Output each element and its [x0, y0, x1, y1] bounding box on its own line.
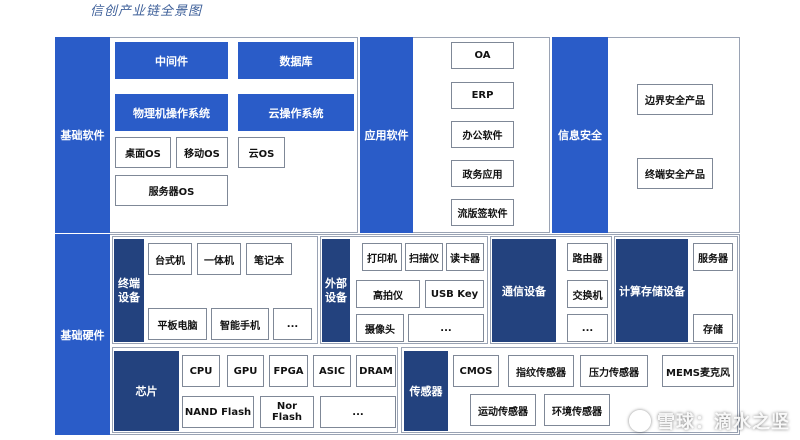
page-title: 信创产业链全景图	[90, 4, 203, 19]
database-box: 数据库	[238, 42, 354, 79]
switch-cell: 交换机	[567, 280, 608, 308]
tablet-cell: 平板电脑	[148, 308, 207, 340]
motion-sensor-cell: 运动传感器	[470, 394, 536, 426]
peripheral-more-cell: ...	[408, 314, 484, 342]
dram-cell: DRAM	[356, 355, 396, 387]
terminal-more-cell: ...	[273, 308, 312, 340]
snowball-logo-icon	[629, 410, 651, 432]
middleware-box: 中间件	[115, 42, 228, 79]
usb-key-cell: USB Key	[425, 280, 484, 308]
server-os-cell: 服务器OS	[115, 175, 228, 206]
info-security-label: 信息安全	[552, 37, 608, 233]
all-in-one-cell: 一体机	[197, 243, 241, 275]
compute-storage-label: 计算存储设备	[616, 239, 688, 342]
environment-sensor-cell: 环境传感器	[544, 394, 610, 426]
asic-cell: ASIC	[313, 355, 351, 387]
cmos-cell: CMOS	[453, 355, 499, 387]
basic-software-label: 基础软件	[55, 37, 110, 233]
desktop-os-cell: 桌面OS	[115, 137, 171, 168]
physical-os-box: 物理机操作系统	[115, 94, 228, 131]
desktop-pc-cell: 台式机	[148, 243, 192, 275]
boundary-security-cell: 边界安全产品	[637, 84, 713, 115]
sensor-label: 传感器	[404, 351, 448, 431]
laptop-cell: 笔记本	[246, 243, 292, 275]
printer-cell: 打印机	[362, 243, 402, 271]
peripheral-devices-label: 外部设备	[322, 239, 350, 342]
smartphone-cell: 智能手机	[211, 308, 269, 340]
communication-devices-label: 通信设备	[492, 239, 556, 342]
chip-more-cell: ...	[320, 396, 396, 428]
router-cell: 路由器	[567, 243, 608, 271]
server-cell: 服务器	[693, 243, 733, 271]
application-software-label: 应用软件	[360, 37, 413, 233]
mobile-os-cell: 移动OS	[176, 137, 228, 168]
gov-apps-cell: 政务应用	[451, 160, 514, 187]
terminal-security-cell: 终端安全产品	[637, 158, 713, 189]
basic-hardware-label: 基础硬件	[55, 234, 110, 435]
pressure-sensor-cell: 压力传感器	[580, 355, 648, 387]
office-software-cell: 办公软件	[451, 121, 514, 148]
mems-microphone-cell: MEMS麦克风	[662, 355, 734, 387]
watermark: 雪球：滴水之坚	[629, 408, 790, 434]
nor-flash-cell: Nor Flash	[260, 396, 314, 428]
document-camera-cell: 高拍仪	[356, 280, 420, 308]
nand-flash-cell: NAND Flash	[182, 396, 254, 428]
scanner-cell: 扫描仪	[405, 243, 443, 271]
fingerprint-sensor-cell: 指纹传感器	[508, 355, 574, 387]
format-sign-software-cell: 流版签软件	[451, 199, 514, 226]
erp-cell: ERP	[451, 82, 514, 109]
fpga-cell: FPGA	[269, 355, 308, 387]
watermark-text: 雪球：滴水之坚	[657, 412, 790, 433]
terminal-devices-label: 终端设备	[114, 239, 144, 342]
gpu-cell: GPU	[227, 355, 264, 387]
storage-cell: 存储	[693, 314, 733, 342]
oa-cell: OA	[451, 42, 514, 69]
chip-label: 芯片	[114, 351, 179, 431]
camera-cell: 摄像头	[356, 314, 404, 342]
cloud-os-system-box: 云操作系统	[238, 94, 354, 131]
communication-more-cell: ...	[567, 314, 608, 342]
card-reader-cell: 读卡器	[446, 243, 484, 271]
cpu-cell: CPU	[182, 355, 220, 387]
cloud-os-cell: 云OS	[238, 137, 285, 168]
